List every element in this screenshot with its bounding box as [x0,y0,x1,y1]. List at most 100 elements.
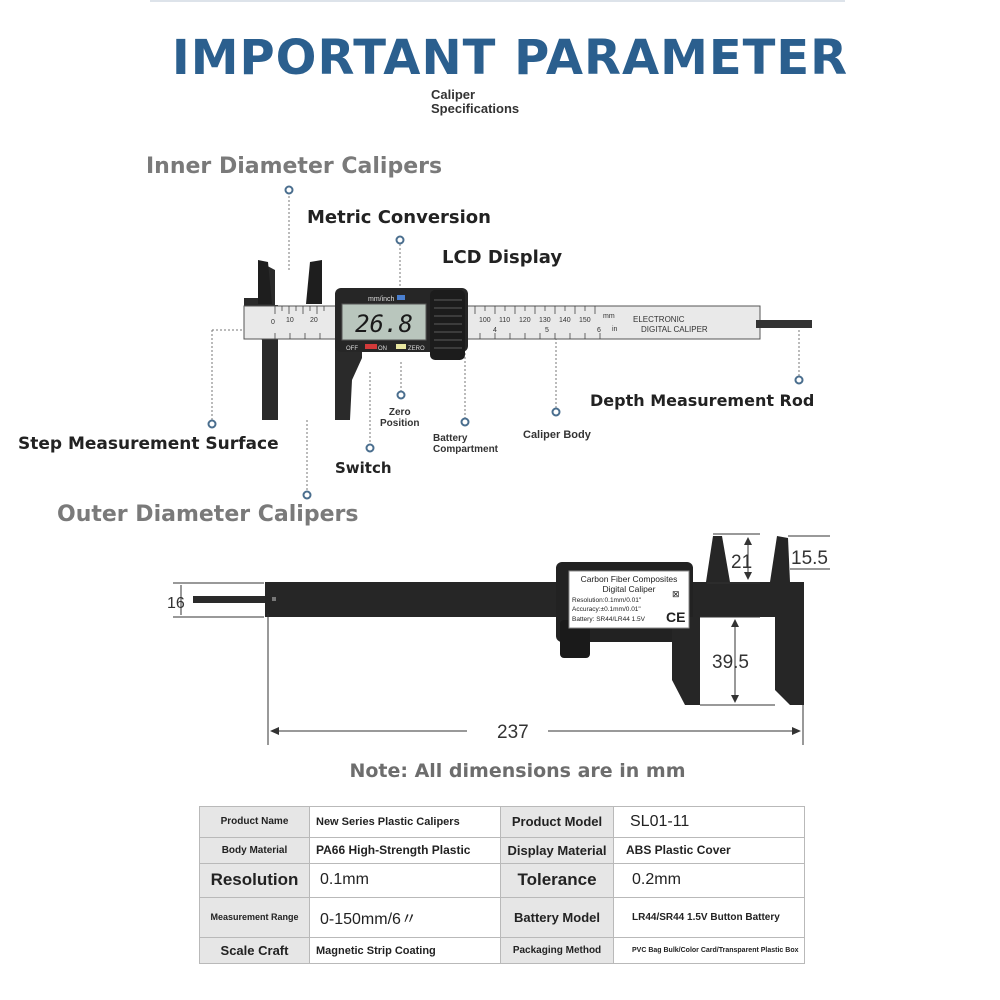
dimension-lines [173,533,830,745]
scale-num-20: 20 [310,317,318,324]
page-title: IMPORTANT PARAMETER [171,30,849,86]
spec-value: PA66 High-Strength Plastic [309,836,501,864]
scale-mm-unit: mm [603,313,615,320]
spec-label: Measurement Range [199,896,310,939]
scale-num-120: 120 [519,317,531,324]
sliding-jaw [335,340,362,420]
inch-num-5: 5 [545,327,549,334]
table-row: Resolution 0.1mm Tolerance 0.2mm [199,862,805,898]
spec-label: Product Model [500,806,614,838]
thumb-wheel-grip [434,299,462,349]
callout-lcd-display: LCD Display [442,247,563,268]
scale-num-10: 10 [286,317,294,324]
zero-position-line1: Zero [388,407,411,418]
battery-line1: Battery [433,433,468,444]
callout-zero-position: Zero Position [380,407,419,429]
callout-depth-rod: Depth Measurement Rod [590,391,815,410]
scale-num-100: 100 [479,317,491,324]
spec-value: Magnetic Strip Coating [309,937,501,964]
scale-num-150: 150 [579,317,591,324]
spec-table: Product Name New Series Plastic Calipers… [199,806,805,964]
callout-outer-diameter: Outer Diameter Calipers [57,502,359,527]
callout-metric-conversion: Metric Conversion [307,207,491,228]
spec-label: Product Name [199,806,310,838]
sliding-jaw-back [672,617,700,705]
depth-rod-back [193,596,273,603]
callout-step-surface: Step Measurement Surface [18,434,279,454]
back-label-line2: Digital Caliper [603,584,656,594]
brand-line2: DIGITAL CALIPER [641,325,708,334]
inner-jaw-back-1 [706,536,730,582]
battery-line2: Compartment [433,444,499,455]
inner-jaw-back-2 [770,536,790,582]
spec-label: Tolerance [500,862,614,898]
on-off-button[interactable] [365,344,377,349]
back-label-text: Carbon Fiber Composites Digital Caliper … [572,574,685,625]
spec-label: Display Material [500,836,614,864]
scale-zero: 0 [271,319,275,326]
spec-value: PVC Bag Bulk/Color Card/Transparent Plas… [613,937,805,964]
brand-text: ELECTRONIC DIGITAL CALIPER [633,315,708,334]
ce-mark: CE [666,609,685,625]
zero-button[interactable] [396,344,406,349]
spec-value: SL01-11 [613,806,805,838]
fixed-jaw-back [775,582,804,705]
dim-total-length: 237 [497,722,529,743]
scale-beam [243,305,761,340]
lcd-screen [341,303,427,341]
spec-label: Body Material [199,836,310,864]
spec-label: Scale Craft [199,937,310,964]
dimension-arrows [270,537,801,735]
back-label-line4: Accuracy:±0.1mm/0.01" [572,606,641,613]
dimension-values: 16 21 15.5 39.5 237 [167,548,828,743]
scale-ticks [274,306,601,339]
spec-value: 0-150mm/6〃 [309,896,501,939]
scale-num-140: 140 [559,317,571,324]
callout-inner-diameter: Inner Diameter Calipers [146,154,443,179]
inner-jaw-fixed [258,260,272,304]
spec-value: LR44/SR44 1.5V Button Battery [613,896,805,939]
table-row: Measurement Range 0-150mm/6〃 Battery Mod… [199,896,805,939]
caliper-diagram: 0 10 20 100 110 120 130 140 150 mm in 4 … [167,185,830,745]
spec-label: Packaging Method [500,937,614,964]
depth-rod [756,320,812,328]
recycle-bin-icon: ⊠ [672,589,680,599]
spec-value: 0.2mm [613,862,805,898]
back-label-line3: Resolution:0.1mm/0.01" [572,597,642,604]
zero-position-line2: Position [380,418,420,429]
table-row: Body Material PA66 High-Strength Plastic… [199,836,805,864]
callout-caliper-body: Caliper Body [523,429,591,441]
callout-dots [207,185,804,500]
callout-battery-compartment: Battery Compartment [433,433,498,455]
dim-rod-height: 16 [167,595,185,612]
dim-outer-jaw: 39.5 [712,652,749,673]
rod-rivet [272,597,276,601]
table-row: Scale Craft Magnetic Strip Coating Packa… [199,937,805,964]
back-label [568,570,690,629]
subtitle-line1: Caliper [431,87,476,102]
inch-num-4: 4 [493,327,497,334]
spec-value: New Series Plastic Calipers [309,806,501,838]
zero-label: ZERO [408,346,425,352]
dim-jaw-top: 15.5 [791,548,828,569]
spec-label: Battery Model [500,896,614,939]
dim-inner-jaw: 21 [731,552,752,573]
on-label: ON [378,346,387,352]
scale-numbers: 0 10 20 100 110 120 130 140 150 mm in 4 … [271,313,618,334]
scale-num-110: 110 [499,317,510,324]
top-divider [150,0,845,2]
back-label-line1: Carbon Fiber Composites [581,574,678,584]
back-label-line5: Battery: SR44/LR44 1.5V [572,616,646,623]
units-note: Note: All dimensions are in mm [349,760,686,782]
inch-num-6: 6 [597,327,601,334]
beam-back [265,582,775,617]
callout-switch: Switch [335,459,392,477]
lcd-reading: 26.8 [355,310,413,338]
page-subtitle: Caliper Specifications [431,88,519,116]
mode-button[interactable] [397,295,405,300]
table-row: Product Name New Series Plastic Calipers… [199,806,805,838]
scale-in-unit: in [612,326,618,333]
subtitle-line2: Specifications [431,101,520,116]
brand-line1: ELECTRONIC [633,315,685,324]
inner-jaw-sliding [306,260,322,304]
